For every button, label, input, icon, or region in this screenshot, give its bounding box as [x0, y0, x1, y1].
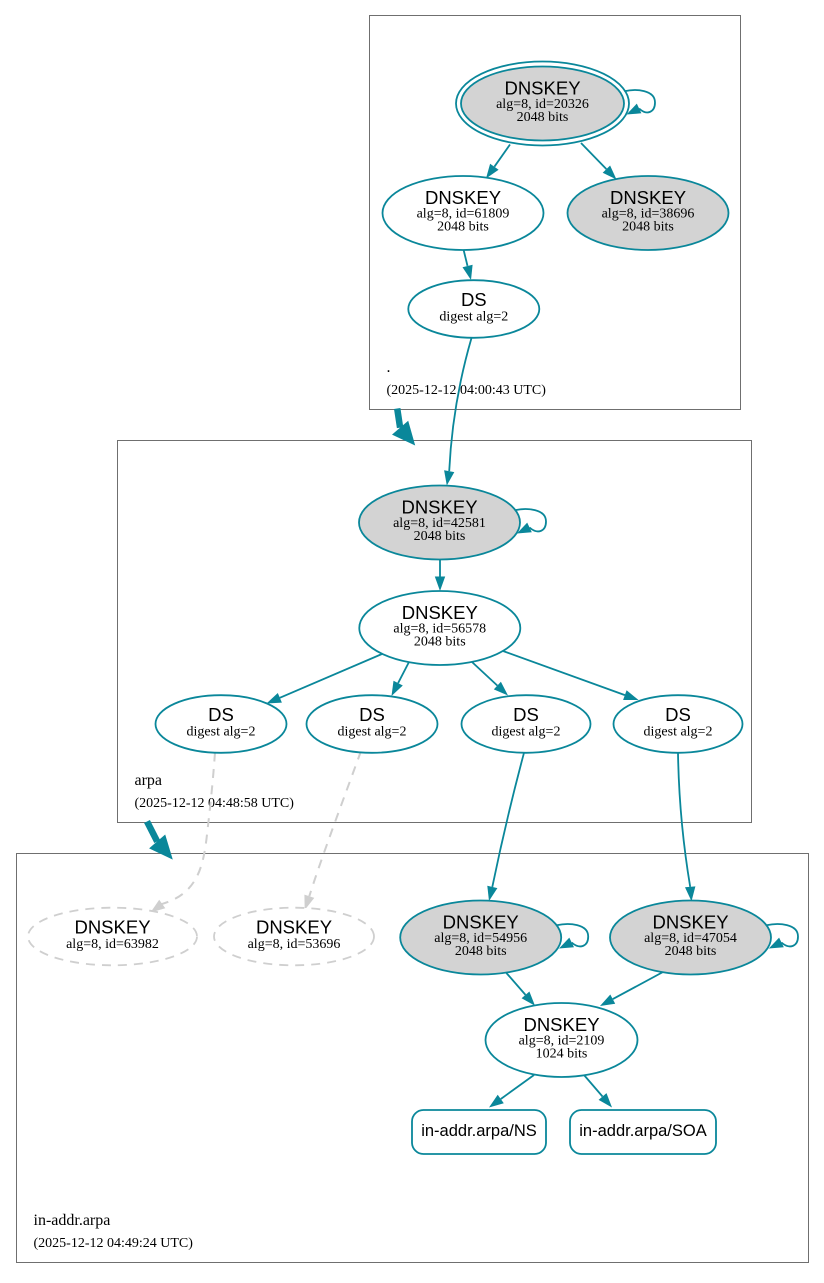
svg-text:2048 bits: 2048 bits [665, 944, 717, 959]
svg-text:in-addr.arpa: in-addr.arpa [34, 1212, 111, 1229]
svg-text:DNSKEY: DNSKEY [401, 497, 477, 518]
svg-text:alg=8, id=42581: alg=8, id=42581 [393, 516, 486, 531]
svg-text:.: . [387, 359, 391, 376]
svg-text:DNSKEY: DNSKEY [610, 187, 686, 208]
svg-text:DNSKEY: DNSKEY [504, 78, 580, 99]
svg-text:alg=8, id=53696: alg=8, id=53696 [248, 937, 341, 952]
svg-text:DS: DS [359, 704, 385, 725]
svg-text:in-addr.arpa/SOA: in-addr.arpa/SOA [579, 1122, 707, 1140]
svg-text:2048 bits: 2048 bits [414, 529, 466, 544]
svg-text:alg=8, id=54956: alg=8, id=54956 [434, 931, 527, 946]
svg-text:DS: DS [208, 704, 234, 725]
svg-text:2048 bits: 2048 bits [455, 944, 507, 959]
svg-text:alg=8, id=63982: alg=8, id=63982 [66, 937, 159, 952]
svg-text:digest alg=2: digest alg=2 [439, 310, 508, 325]
svg-text:1024 bits: 1024 bits [536, 1047, 588, 1062]
svg-text:DNSKEY: DNSKEY [402, 602, 478, 623]
svg-text:arpa: arpa [135, 772, 163, 789]
svg-text:digest alg=2: digest alg=2 [338, 725, 407, 740]
svg-text:(2025-12-12 04:49:24 UTC): (2025-12-12 04:49:24 UTC) [34, 1236, 194, 1251]
svg-text:digest alg=2: digest alg=2 [644, 725, 713, 740]
svg-text:DNSKEY: DNSKEY [523, 1014, 599, 1035]
svg-text:alg=8, id=61809: alg=8, id=61809 [417, 207, 510, 222]
svg-text:alg=8, id=20326: alg=8, id=20326 [496, 97, 589, 112]
svg-text:DS: DS [461, 289, 487, 310]
svg-text:digest alg=2: digest alg=2 [187, 725, 256, 740]
svg-text:alg=8, id=38696: alg=8, id=38696 [602, 207, 695, 222]
svg-text:DNSKEY: DNSKEY [74, 917, 150, 938]
svg-text:alg=8, id=47054: alg=8, id=47054 [644, 931, 737, 946]
svg-text:in-addr.arpa/NS: in-addr.arpa/NS [421, 1122, 537, 1140]
svg-text:DS: DS [513, 704, 539, 725]
svg-text:DNSKEY: DNSKEY [256, 917, 332, 938]
svg-text:DS: DS [665, 704, 691, 725]
svg-text:DNSKEY: DNSKEY [652, 912, 728, 933]
svg-text:alg=8, id=2109: alg=8, id=2109 [519, 1034, 605, 1049]
svg-text:alg=8, id=56578: alg=8, id=56578 [393, 622, 486, 637]
svg-text:2048 bits: 2048 bits [437, 220, 489, 235]
svg-text:(2025-12-12 04:00:43 UTC): (2025-12-12 04:00:43 UTC) [387, 383, 547, 398]
svg-text:2048 bits: 2048 bits [622, 220, 674, 235]
svg-text:2048 bits: 2048 bits [414, 635, 466, 650]
svg-text:digest alg=2: digest alg=2 [492, 725, 561, 740]
svg-text:2048 bits: 2048 bits [517, 110, 569, 125]
svg-text:(2025-12-12 04:48:58 UTC): (2025-12-12 04:48:58 UTC) [135, 796, 295, 811]
svg-text:DNSKEY: DNSKEY [443, 912, 519, 933]
svg-text:DNSKEY: DNSKEY [425, 187, 501, 208]
